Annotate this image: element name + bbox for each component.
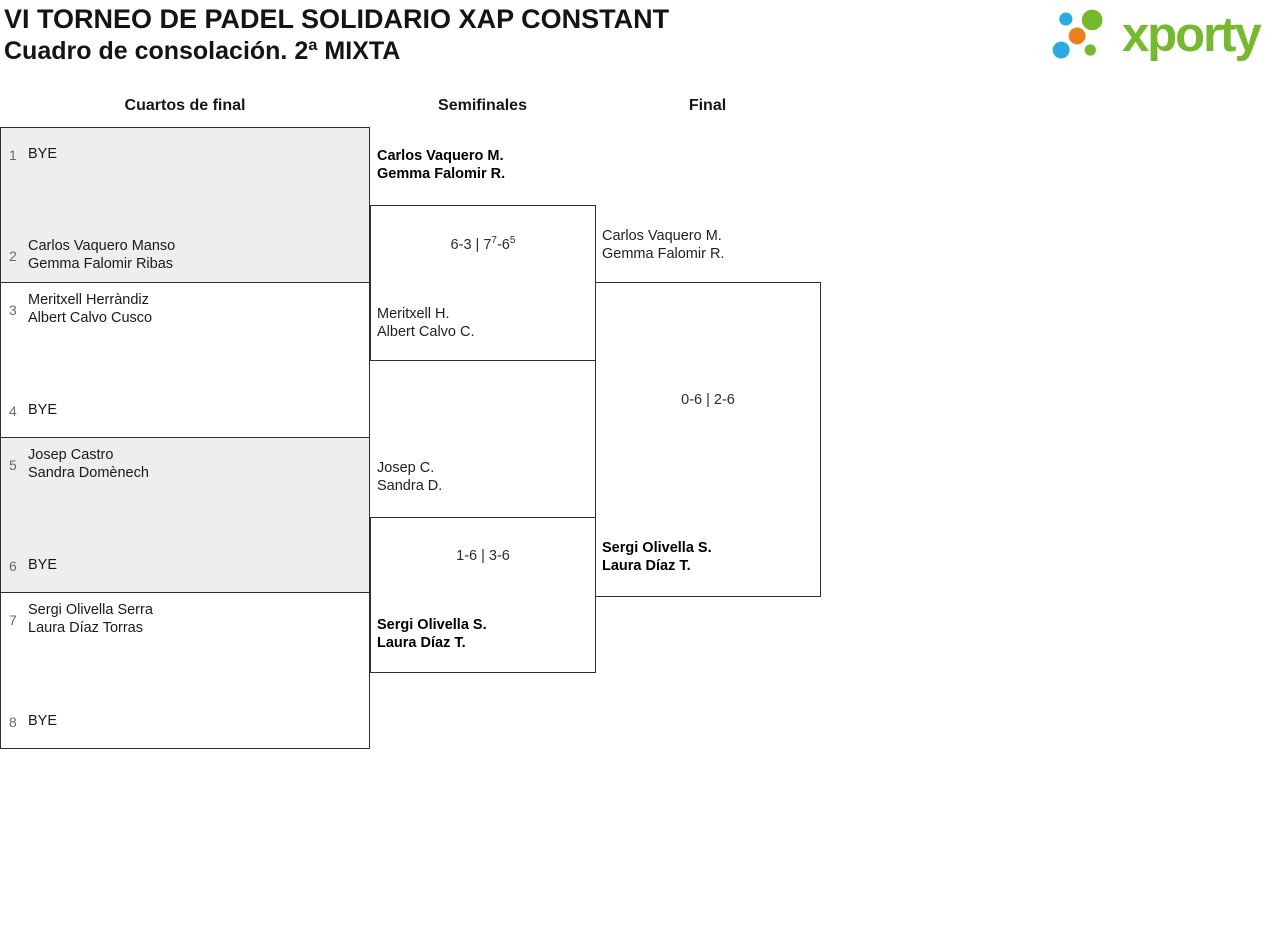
team-name-line: Laura Díaz Torras: [28, 619, 143, 636]
team-name-line: Carlos Vaquero M.: [602, 228, 722, 244]
sf1-top-team: Carlos Vaquero M. Gemma Falomir R.: [377, 147, 505, 183]
team-name-line: Gemma Falomir R.: [602, 246, 725, 262]
team-names: BYE: [28, 146, 57, 164]
sf2-score: 1-6 | 3-6: [456, 548, 510, 564]
team-name-line: BYE: [28, 556, 58, 573]
sf2-top-team: Josep C. Sandra D.: [377, 459, 442, 495]
final-score: 0-6 | 2-6: [681, 392, 735, 408]
match-slot-seed-7: 7 Sergi Olivella Serra Laura Díaz Torras: [1, 593, 369, 646]
team-name-line: Carlos Vaquero Manso: [28, 238, 176, 254]
sf1-score: 6-3 | 77-65: [450, 235, 516, 253]
xporty-dots-icon: [1052, 9, 1103, 59]
quarterfinal-match-4: 7 Sergi Olivella Serra Laura Díaz Torras…: [0, 592, 370, 749]
seed-number: 1: [9, 146, 17, 163]
team-names: BYE: [28, 713, 57, 731]
team-name-line: Meritxell Herràndiz: [28, 292, 149, 308]
sf2-bottom-team: Sergi Olivella S. Laura Díaz T.: [377, 616, 487, 652]
match-slot-seed-3: 3 Meritxell Herràndiz Albert Calvo Cusco: [1, 283, 369, 336]
score-superscript: 7: [491, 235, 497, 247]
seed-number: 6: [9, 557, 17, 574]
team-name-line: Albert Calvo Cusco: [28, 309, 153, 326]
seed-number: 7: [9, 611, 17, 628]
team-name-line: Laura Díaz T.: [377, 635, 466, 651]
quarterfinal-match-3: 5 Josep Castro Sandra Domènech 6 BYE: [0, 437, 370, 593]
team-name-line: Josep C.: [377, 460, 435, 476]
round-header-final: Final: [688, 97, 727, 114]
final-match-box: [595, 282, 821, 597]
team-name-line: Albert Calvo C.: [377, 324, 475, 340]
final-top-team: Carlos Vaquero M. Gemma Falomir R.: [602, 227, 724, 263]
team-name-line: Laura Díaz T.: [602, 558, 691, 574]
round-header-cuartos: Cuartos de final: [124, 97, 246, 114]
team-name-line: Gemma Falomir R.: [377, 166, 506, 182]
team-name-line: Sandra Domènech: [28, 464, 149, 481]
team-name-line: Sandra D.: [377, 478, 443, 494]
quarterfinal-match-1: 1 BYE 2 Carlos Vaquero Manso Gemma Falom…: [0, 127, 370, 283]
quarterfinal-match-2: 3 Meritxell Herràndiz Albert Calvo Cusco…: [0, 282, 370, 438]
match-slot-seed-1: 1 BYE: [1, 128, 369, 181]
tournament-title: VI TORNEO DE PADEL SOLIDARIO XAP CONSTAN…: [4, 4, 670, 34]
team-names: BYE: [28, 402, 57, 420]
final-bottom-team: Sergi Olivella S. Laura Díaz T.: [602, 539, 712, 575]
match-slot-seed-5: 5 Josep Castro Sandra Domènech: [1, 438, 369, 491]
score-superscript: 5: [509, 235, 516, 247]
team-name-line: Meritxell H.: [377, 306, 450, 322]
seed-number: 3: [9, 301, 17, 318]
team-names: Josep Castro Sandra Domènech: [28, 447, 149, 482]
sf1-bottom-team: Meritxell H. Albert Calvo C.: [377, 305, 475, 341]
team-name-line: BYE: [28, 401, 58, 418]
team-name-line: Josep Castro: [28, 447, 114, 463]
team-name-line: BYE: [28, 712, 58, 729]
match-slot-seed-2: 2 Carlos Vaquero Manso Gemma Falomir Rib…: [1, 229, 369, 282]
page-header: VI TORNEO DE PADEL SOLIDARIO XAP CONSTAN…: [4, 3, 669, 67]
bracket-subtitle: Cuadro de consolación. 2ª MIXTA: [4, 37, 401, 65]
seed-number: 5: [9, 456, 17, 473]
team-names: Meritxell Herràndiz Albert Calvo Cusco: [28, 292, 152, 327]
team-name-line: Sergi Olivella S.: [377, 617, 487, 633]
team-name-line: BYE: [28, 145, 58, 162]
xporty-logo[interactable]: xporty: [1048, 4, 1262, 66]
seed-number: 2: [9, 247, 17, 264]
team-name-line: Gemma Falomir Ribas: [28, 255, 174, 272]
team-name-line: Sergi Olivella Serra: [28, 602, 153, 618]
match-slot-seed-4: 4 BYE: [1, 384, 369, 437]
seed-number: 4: [9, 402, 17, 419]
seed-number: 8: [9, 713, 17, 730]
team-name-line: Carlos Vaquero M.: [377, 148, 504, 164]
team-names: Carlos Vaquero Manso Gemma Falomir Ribas: [28, 238, 175, 273]
match-slot-seed-6: 6 BYE: [1, 539, 369, 592]
match-slot-seed-8: 8 BYE: [1, 695, 369, 748]
team-name-line: Sergi Olivella S.: [602, 540, 712, 556]
round-header-semifinales: Semifinales: [438, 97, 527, 114]
team-names: BYE: [28, 557, 57, 575]
team-names: Sergi Olivella Serra Laura Díaz Torras: [28, 602, 153, 637]
xporty-wordmark: xporty: [1122, 8, 1262, 62]
